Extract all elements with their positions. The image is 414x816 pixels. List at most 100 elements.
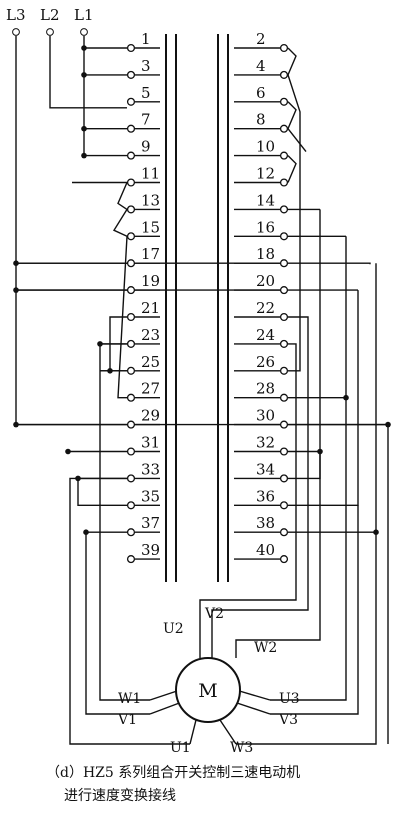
terminal-right xyxy=(279,501,289,510)
terminal-number-left: 9 xyxy=(141,138,151,156)
wire xyxy=(287,47,297,76)
junction-dot xyxy=(81,125,87,132)
junction-dots xyxy=(13,45,391,535)
terminal-right xyxy=(279,447,289,456)
terminal-number-right: 34 xyxy=(256,460,275,478)
terminal-number-left: 23 xyxy=(141,326,160,344)
terminal-number-right: 28 xyxy=(256,380,275,398)
terminal-number-right: 16 xyxy=(256,218,275,236)
wire xyxy=(49,36,127,109)
terminal-left xyxy=(126,474,136,483)
terminal-left xyxy=(126,447,136,456)
supply-label-l3: L3 xyxy=(6,6,26,24)
terminal-right xyxy=(279,259,289,268)
terminal-right xyxy=(279,420,289,429)
terminal-left xyxy=(126,312,136,322)
terminal-right xyxy=(279,70,289,79)
wire xyxy=(112,209,128,237)
terminal-left xyxy=(126,286,136,295)
terminal-left xyxy=(126,501,136,510)
terminal-right xyxy=(279,474,289,483)
terminal-number-right: 20 xyxy=(256,272,275,290)
motor-terminal-v2: V2 xyxy=(204,606,224,622)
motor-symbol xyxy=(175,657,241,723)
terminal-number-left: 37 xyxy=(141,514,160,532)
junction-dot xyxy=(83,529,89,535)
terminal-left xyxy=(126,339,136,348)
motor-terminal-v1: V1 xyxy=(117,712,137,728)
wires xyxy=(15,36,389,745)
terminal-left xyxy=(126,151,136,160)
terminal-right xyxy=(279,151,289,160)
wire xyxy=(77,477,127,506)
terminal-right xyxy=(279,97,289,106)
terminal-right xyxy=(279,528,289,537)
terminal-right xyxy=(279,286,289,295)
junction-dot xyxy=(373,529,379,535)
motor-terminal-w1: W1 xyxy=(118,691,141,707)
junction-dot xyxy=(13,421,19,428)
terminal-number-left: 3 xyxy=(141,57,151,75)
terminal-number-right: 30 xyxy=(256,407,275,425)
terminal-left xyxy=(126,528,136,537)
wire xyxy=(149,689,181,701)
terminal-left xyxy=(126,555,136,564)
terminal-left xyxy=(126,259,136,268)
terminal-number-left: 19 xyxy=(141,272,160,290)
terminal-left xyxy=(126,420,136,429)
terminal-number-left: 21 xyxy=(141,299,160,317)
motor-terminal-v3: V3 xyxy=(278,712,298,728)
terminal-number-left: 39 xyxy=(141,541,160,559)
terminal-number-right: 36 xyxy=(256,487,275,505)
terminal-number-right: 12 xyxy=(256,165,275,183)
terminal-number-left: 5 xyxy=(141,84,151,102)
terminal-number-right: 22 xyxy=(256,299,275,317)
wire xyxy=(270,397,347,701)
terminal-right xyxy=(279,232,289,241)
terminal-number-left: 29 xyxy=(141,407,160,425)
junction-dot xyxy=(13,287,19,293)
junction-dot xyxy=(317,448,323,455)
wire xyxy=(109,316,127,371)
motor-terminal-u2: U2 xyxy=(163,621,184,637)
junction-dot xyxy=(65,448,71,455)
terminal-number-right: 24 xyxy=(256,326,275,344)
terminal-number-left: 11 xyxy=(141,165,160,183)
junction-dot xyxy=(81,72,87,78)
wire xyxy=(287,74,301,372)
motor-terminal-u3: U3 xyxy=(279,691,300,707)
terminal-right xyxy=(279,43,289,53)
terminal-number-left: 33 xyxy=(141,460,160,478)
terminal-number-left: 13 xyxy=(141,191,160,209)
supply-terminal xyxy=(46,28,54,36)
junction-dot xyxy=(81,152,87,159)
junction-dot xyxy=(385,421,391,428)
terminal-number-right: 4 xyxy=(256,57,266,75)
motor-label: M xyxy=(198,680,217,702)
wire xyxy=(287,155,297,183)
motor-terminal-u1: U1 xyxy=(170,740,191,756)
junction-dot xyxy=(343,394,349,401)
terminal-left xyxy=(126,97,136,106)
wire xyxy=(16,262,371,265)
wire xyxy=(149,701,183,715)
terminal-number-left: 15 xyxy=(141,218,160,236)
terminal-number-right: 14 xyxy=(256,191,275,209)
wire xyxy=(211,316,309,658)
junction-dot xyxy=(107,368,113,374)
terminal-right xyxy=(279,124,289,133)
supply-terminal xyxy=(80,28,88,36)
terminal-number-right: 6 xyxy=(256,84,266,102)
wire xyxy=(235,689,271,701)
terminal-number-right: 26 xyxy=(256,353,275,371)
caption-line-2: 进行速度变换接线 xyxy=(64,788,176,804)
terminal-number-left: 35 xyxy=(141,487,160,505)
terminal-left xyxy=(126,366,136,375)
junction-dot xyxy=(81,45,87,51)
terminal-right xyxy=(279,393,289,402)
terminal-left xyxy=(126,124,136,133)
wire xyxy=(270,505,359,715)
caption-line-1: （d）HZ5 系列组合开关控制三速电动机 xyxy=(46,765,301,781)
